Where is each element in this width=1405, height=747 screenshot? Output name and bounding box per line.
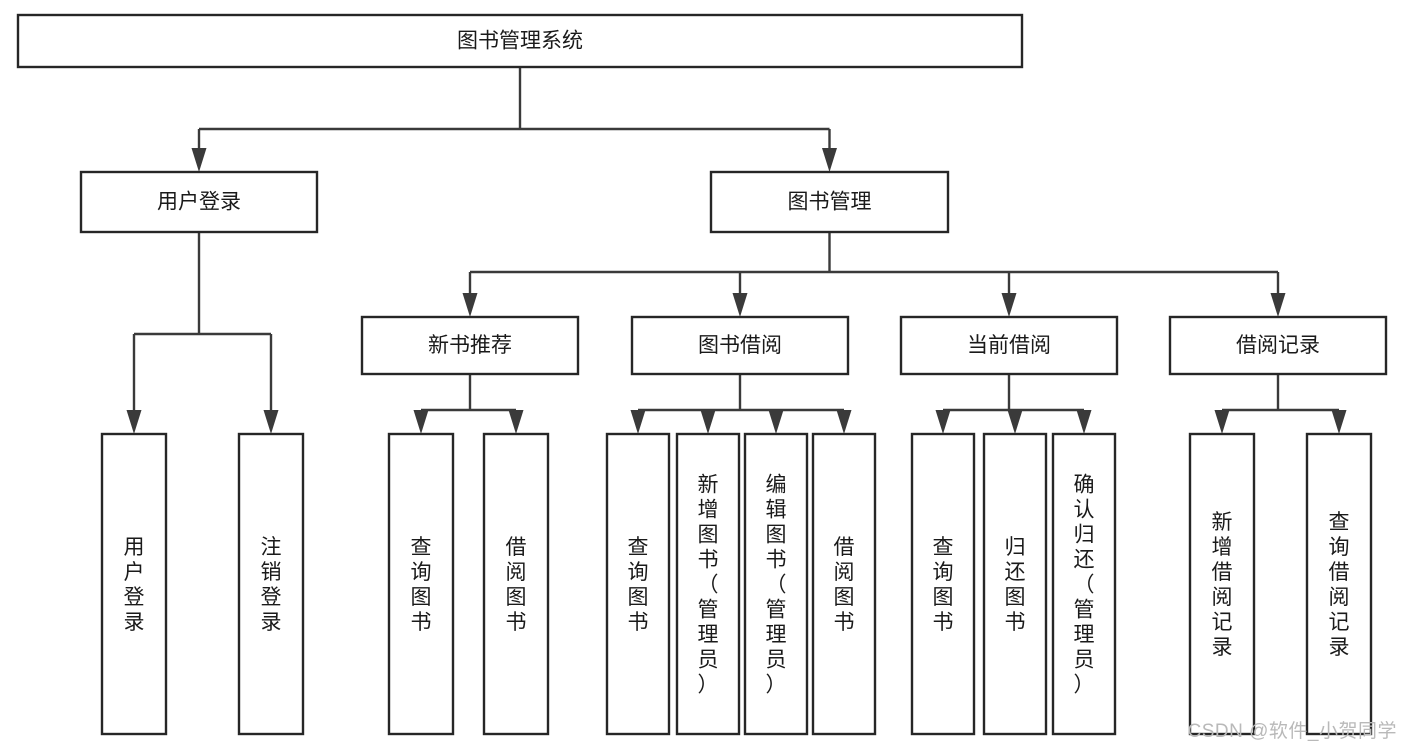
node-leaf-borrow-book-2[interactable]: 借阅图书 <box>811 432 877 736</box>
arrow-head-icon <box>413 410 429 434</box>
node-label-leaf-borrow-book-2: 借阅图书 <box>834 536 855 634</box>
node-label-new-book-recommend: 新书推荐 <box>428 334 512 357</box>
arrow-head-icon <box>126 410 142 434</box>
arrow-head-icon <box>1001 293 1017 317</box>
node-user-login[interactable]: 用户登录 <box>79 170 319 234</box>
node-box-leaf-user-login <box>100 432 168 736</box>
arrow-head-icon <box>1214 410 1230 434</box>
node-box-leaf-logout <box>237 432 305 736</box>
arrow-head-icon <box>1331 410 1347 434</box>
node-label-leaf-return-book: 归还图书 <box>1005 536 1026 634</box>
node-box-leaf-return-book <box>982 432 1048 736</box>
arrow-head-icon <box>822 148 837 172</box>
node-label-root: 图书管理系统 <box>457 30 583 53</box>
node-label-leaf-confirm-return: 确认归还（管理员） <box>1074 474 1095 697</box>
node-leaf-query-book-1[interactable]: 查询图书 <box>387 432 455 736</box>
node-label-book-management: 图书管理 <box>788 191 872 214</box>
node-box-leaf-confirm-return <box>1051 432 1117 736</box>
arrow-head-icon <box>263 410 279 434</box>
node-leaf-query-record[interactable]: 查询借阅记录 <box>1305 432 1373 736</box>
node-book-management[interactable]: 图书管理 <box>709 170 950 234</box>
node-book-borrow[interactable]: 图书借阅 <box>630 315 850 376</box>
node-box-book-borrow <box>630 315 850 376</box>
node-box-leaf-borrow-book-2 <box>811 432 877 736</box>
node-leaf-add-record[interactable]: 新增借阅记录 <box>1188 432 1256 736</box>
node-label-book-borrow: 图书借阅 <box>698 334 782 357</box>
node-label-leaf-edit-book: 编辑图书（管理员） <box>766 474 787 697</box>
node-leaf-return-book[interactable]: 归还图书 <box>982 432 1048 736</box>
node-label-leaf-add-book: 新增图书（管理员） <box>698 474 719 697</box>
node-label-leaf-query-book-3: 查询图书 <box>933 536 954 634</box>
arrow-head-icon <box>836 410 852 434</box>
arrow-head-icon <box>508 410 524 434</box>
arrow-head-icon <box>1007 410 1023 434</box>
node-label-borrow-record: 借阅记录 <box>1236 334 1320 357</box>
node-label-leaf-user-login: 用户登录 <box>124 536 145 634</box>
node-leaf-confirm-return[interactable]: 确认归还（管理员） <box>1051 432 1117 736</box>
node-leaf-add-book[interactable]: 新增图书（管理员） <box>675 432 741 736</box>
node-label-user-login: 用户登录 <box>157 191 241 214</box>
node-label-leaf-borrow-book-1: 借阅图书 <box>506 536 527 634</box>
node-label-leaf-logout: 注销登录 <box>261 536 282 634</box>
node-box-leaf-add-book <box>675 432 741 736</box>
node-leaf-borrow-book-1[interactable]: 借阅图书 <box>482 432 550 736</box>
node-root[interactable]: 图书管理系统 <box>16 13 1024 69</box>
arrow-head-icon <box>630 410 646 434</box>
connector-layer <box>126 67 1347 434</box>
node-box-new-book-recommend <box>360 315 580 376</box>
node-box-root <box>16 13 1024 69</box>
node-current-borrow[interactable]: 当前借阅 <box>899 315 1119 376</box>
arrow-head-icon <box>1270 293 1286 317</box>
node-box-leaf-add-record <box>1188 432 1256 736</box>
node-layer: 图书管理系统用户登录图书管理新书推荐图书借阅当前借阅借阅记录用户登录注销登录查询… <box>16 13 1388 736</box>
node-label-leaf-query-record: 查询借阅记录 <box>1329 511 1350 659</box>
node-label-leaf-query-book-1: 查询图书 <box>411 536 432 634</box>
arrow-head-icon <box>700 410 716 434</box>
node-box-leaf-query-record <box>1305 432 1373 736</box>
node-box-leaf-query-book-3 <box>910 432 976 736</box>
node-leaf-query-book-2[interactable]: 查询图书 <box>605 432 671 736</box>
arrow-head-icon <box>768 410 784 434</box>
node-new-book-recommend[interactable]: 新书推荐 <box>360 315 580 376</box>
node-leaf-edit-book[interactable]: 编辑图书（管理员） <box>743 432 809 736</box>
node-box-borrow-record <box>1168 315 1388 376</box>
arrow-head-icon <box>732 293 748 317</box>
node-label-leaf-add-record: 新增借阅记录 <box>1212 511 1233 659</box>
arrow-head-icon <box>1076 410 1092 434</box>
node-borrow-record[interactable]: 借阅记录 <box>1168 315 1388 376</box>
node-label-leaf-query-book-2: 查询图书 <box>628 536 649 634</box>
arrow-head-icon <box>935 410 951 434</box>
node-label-current-borrow: 当前借阅 <box>967 334 1051 357</box>
node-box-leaf-edit-book <box>743 432 809 736</box>
node-box-leaf-query-book-1 <box>387 432 455 736</box>
node-leaf-logout[interactable]: 注销登录 <box>237 432 305 736</box>
node-box-leaf-borrow-book-1 <box>482 432 550 736</box>
arrow-head-icon <box>191 148 207 172</box>
node-box-user-login <box>79 170 319 234</box>
node-box-leaf-query-book-2 <box>605 432 671 736</box>
node-leaf-query-book-3[interactable]: 查询图书 <box>910 432 976 736</box>
arrow-head-icon <box>462 293 478 317</box>
node-leaf-user-login[interactable]: 用户登录 <box>100 432 168 736</box>
node-box-current-borrow <box>899 315 1119 376</box>
node-box-book-management <box>709 170 950 234</box>
